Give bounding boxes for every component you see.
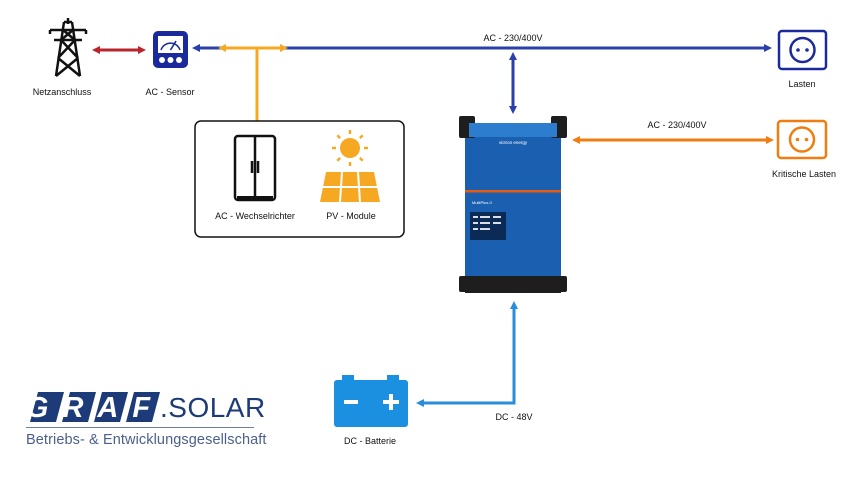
logo-tagline: Betriebs- & Entwicklungsgesellschaft: [26, 432, 267, 448]
critical-bus-label: AC - 230/400V: [647, 120, 707, 130]
dc-bus-line: [416, 301, 518, 407]
cabinet-icon: [233, 134, 277, 202]
critical-loads-label: Kritische Lasten: [771, 169, 837, 179]
ac-bus-label: AC - 230/400V: [483, 33, 543, 43]
multiplus-inverter: victron energy MultiPlus-II: [459, 116, 567, 293]
socket-icon: [777, 29, 828, 71]
inverter-brand-text: victron energy: [499, 140, 528, 145]
pv-label: PV - Module: [326, 211, 376, 221]
logo-suffix: .SOLAR: [160, 392, 266, 423]
battery-icon: [334, 375, 408, 427]
grid-label: Netzanschluss: [32, 87, 92, 97]
meter-icon: [153, 31, 188, 68]
power-pylon-icon: [48, 18, 88, 77]
inverter-model-text: MultiPlus-II: [472, 200, 492, 205]
dc-bus-label: DC - 48V: [495, 412, 533, 422]
logo-divider: [26, 427, 254, 428]
battery-label: DC - Batterie: [343, 436, 397, 446]
inverter-label: AC - Wechselrichter: [215, 211, 295, 221]
sensor-label: AC - Sensor: [145, 87, 195, 97]
sun-panel-icon: [320, 130, 380, 203]
critical-socket-icon: [776, 119, 828, 160]
loads-label: Lasten: [788, 79, 816, 89]
graf-logo-mark: GRAF: [26, 392, 164, 424]
logo-mark-text: GRAF: [26, 392, 164, 424]
